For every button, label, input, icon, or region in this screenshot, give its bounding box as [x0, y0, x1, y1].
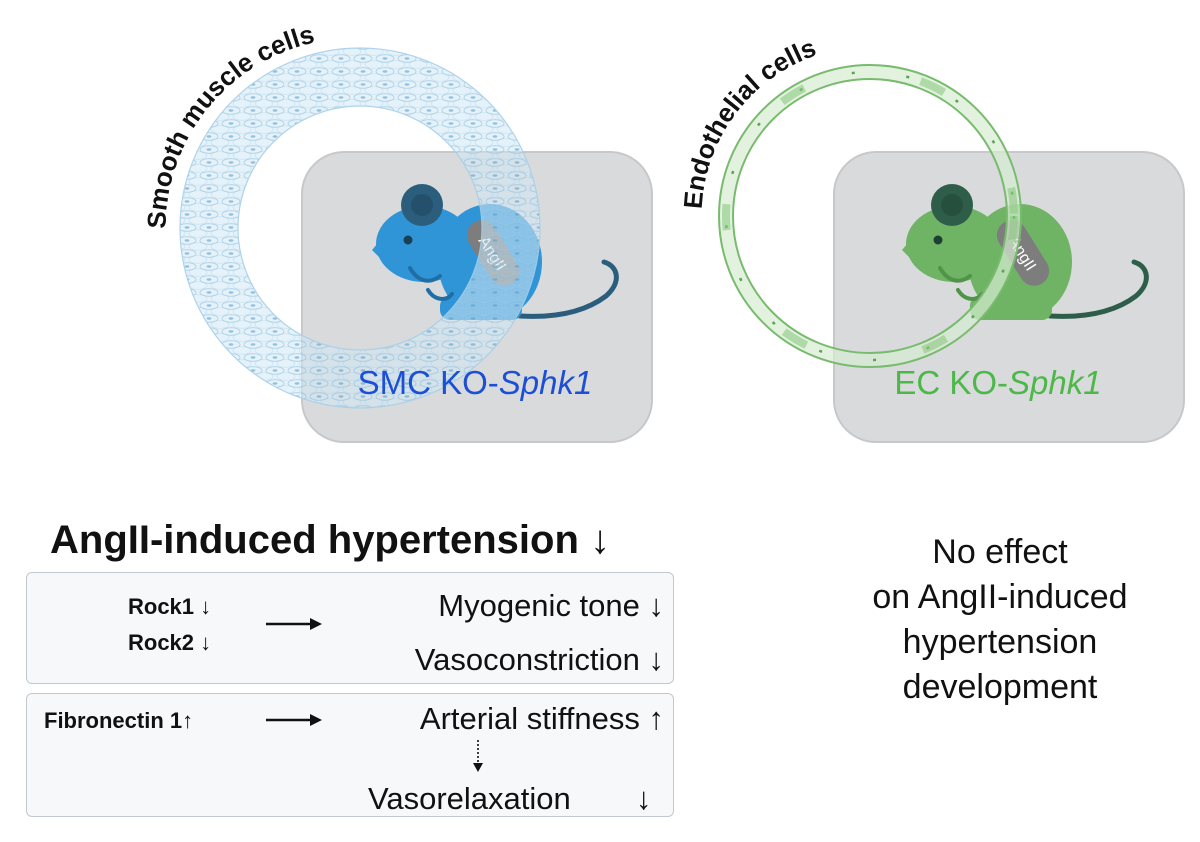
ec-result-line: development	[902, 668, 1098, 706]
smc-ring	[179, 47, 541, 409]
smc-result-box-1	[26, 572, 674, 684]
smc-result-box-2	[26, 693, 674, 817]
arterial-stiffness-label: Arterial stiffness ↑	[419, 701, 664, 736]
ec-result-line: No effect	[932, 533, 1068, 571]
smc-panel-label: SMC KO-Sphk1	[358, 364, 593, 401]
fibronectin-label: Fibronectin 1↑	[44, 708, 194, 733]
smc-panel: AngII Smooth muscle cells SMC KO-Sphk1	[141, 19, 653, 443]
ec-result-line: on AngII-induced	[872, 578, 1128, 616]
rock2-label: Rock2 ↓	[128, 630, 212, 655]
ec-ring	[718, 64, 1022, 368]
myogenic-tone-label: Myogenic tone ↓	[438, 588, 664, 623]
ec-result-line: hypertension	[902, 623, 1098, 661]
dotted-arrow-icon	[473, 740, 483, 772]
smc-result-heading: AngII-induced hypertension ↓	[50, 518, 611, 562]
ec-result-text: No effect on AngII-induced hypertension …	[830, 530, 1170, 710]
vasoconstriction-label: Vasoconstriction ↓	[414, 642, 664, 677]
vasorelaxation-arrow: ↓	[636, 781, 652, 816]
rock-arrow-icon	[266, 618, 322, 630]
fibronectin-arrow-icon	[266, 714, 322, 726]
ec-panel-label: EC KO-Sphk1	[894, 364, 1101, 401]
ec-panel: AngII Endothelial cells EC KO-Sphk1	[678, 32, 1185, 443]
rock1-label: Rock1 ↓	[128, 594, 212, 619]
vasorelaxation-label: Vasorelaxation	[368, 781, 571, 816]
